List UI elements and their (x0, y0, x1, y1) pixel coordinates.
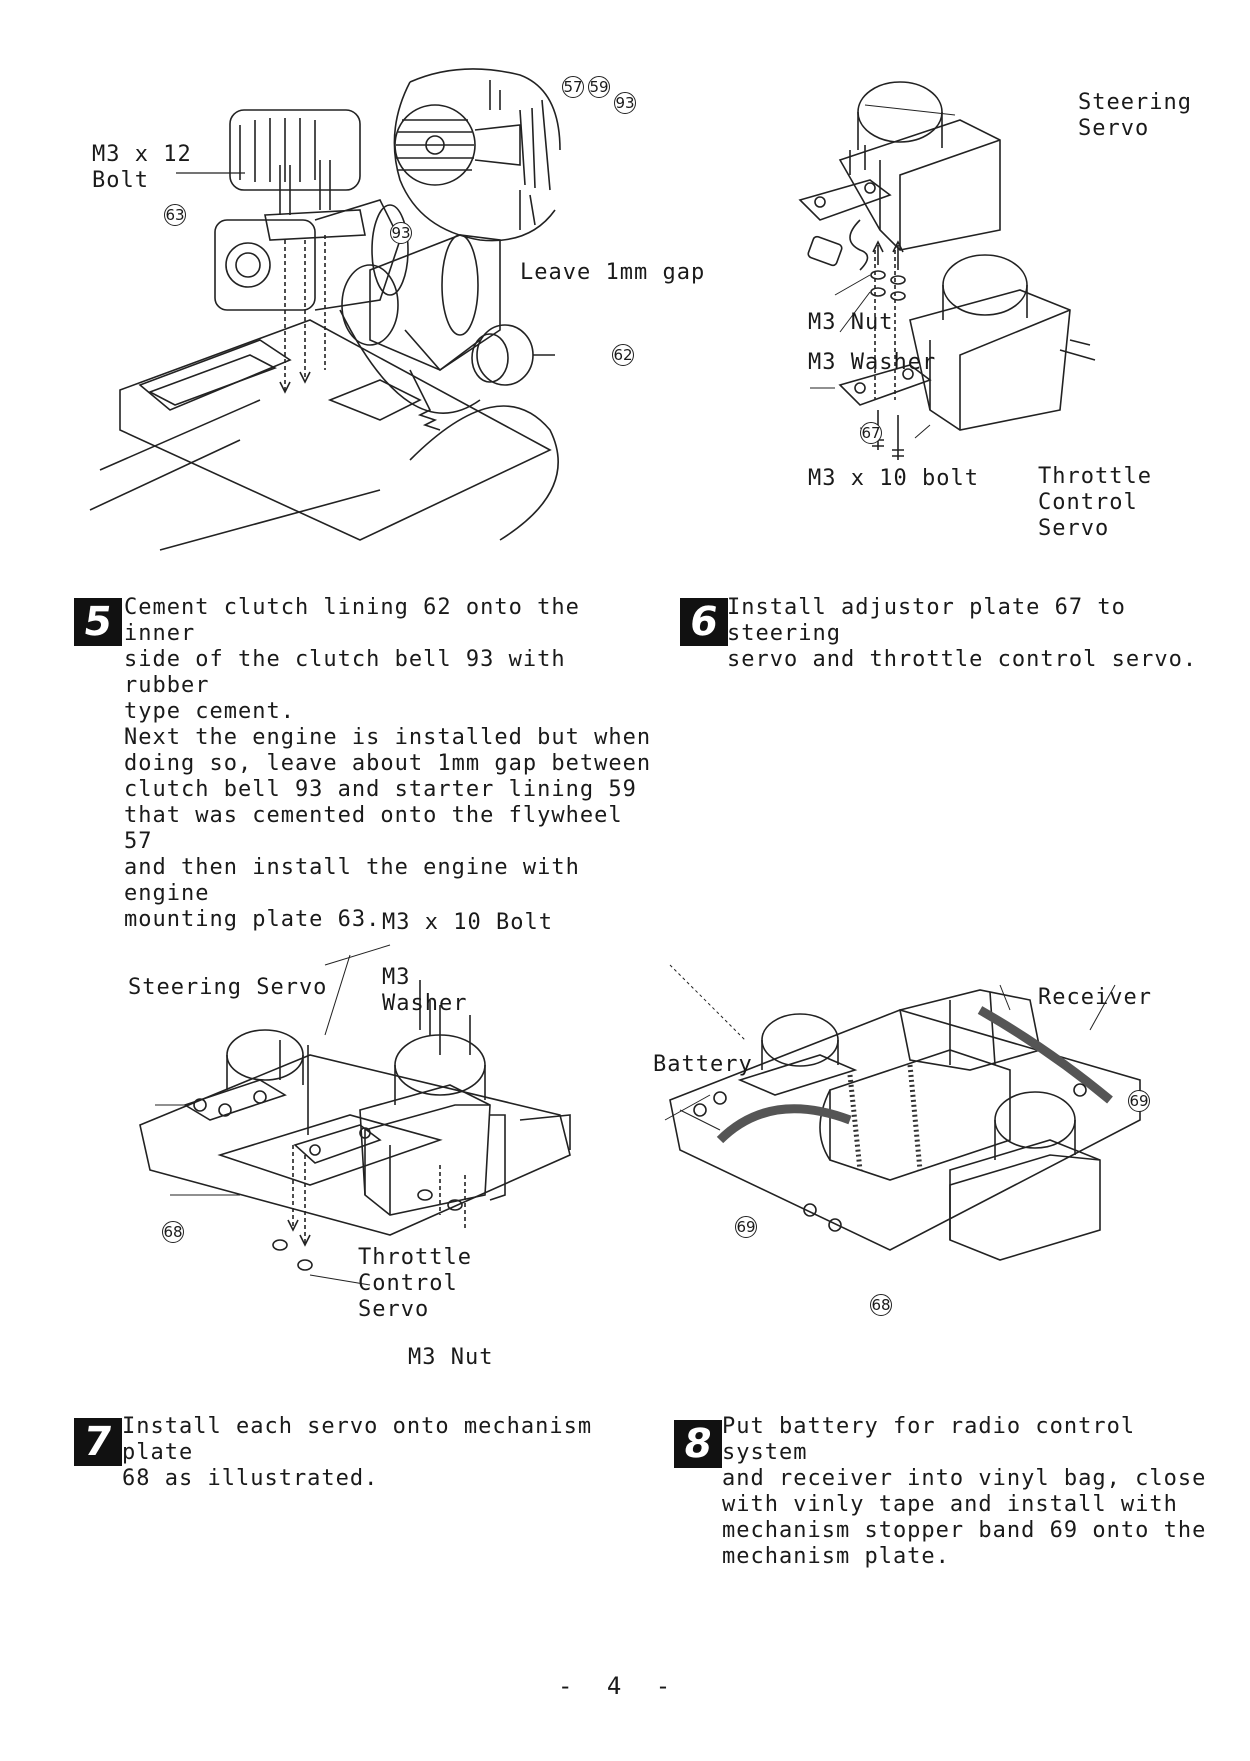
m3-nut-label: M3 Nut (808, 310, 894, 335)
callout-93-top: 93 (614, 92, 636, 114)
callout-68: 68 (162, 1221, 184, 1243)
steering-servo-label: Steering Servo (1078, 90, 1192, 141)
m3-washer-label: M3 Washer (382, 965, 468, 1016)
battery-label: Battery (653, 1052, 753, 1077)
step-8-instructions: Put battery for radio control system and… (722, 1414, 1207, 1569)
m3-washer-label: M3 Washer (808, 350, 937, 375)
step-7-badge: 7 (74, 1418, 122, 1466)
figure-5-engine-installation: M3 x 12 Bolt Leave 1mm gap 57 59 93 63 9… (80, 70, 704, 560)
step-5-instructions: Cement clutch lining 62 onto the inner s… (124, 595, 652, 932)
bolt-leader-line (80, 70, 680, 560)
callout-57: 57 (562, 76, 584, 98)
servo-adjustor-drawing (780, 70, 1200, 540)
callout-93: 93 (390, 222, 412, 244)
step-7-instructions: Install each servo onto mechanism plate … (122, 1414, 593, 1491)
step-6-instructions: Install adjustor plate 67 to steering se… (727, 595, 1198, 672)
callout-69-right: 69 (1128, 1090, 1150, 1112)
callout-62: 62 (612, 344, 634, 366)
step-6-badge: 6 (680, 598, 728, 646)
callout-59: 59 (588, 76, 610, 98)
bolt-label: M3 x 12 Bolt (92, 142, 192, 193)
figure-7-servo-mounting: M3 x 10 Bolt Steering Servo M3 Washer Th… (110, 905, 630, 1375)
throttle-servo-label: Throttle Control Servo (1038, 464, 1152, 541)
receiver-label: Receiver (1038, 985, 1152, 1010)
battery-receiver-drawing (650, 970, 1170, 1320)
m3-bolt-label: M3 x 10 bolt (808, 466, 979, 491)
callout-68: 68 (870, 1294, 892, 1316)
page-number: - 4 - (558, 1672, 681, 1700)
step-5-badge: 5 (74, 598, 122, 646)
steering-servo-label: Steering Servo (128, 975, 328, 1000)
callout-67: 67 (860, 422, 882, 444)
throttle-servo-label: Throttle Control Servo (358, 1245, 472, 1322)
figure-6-servo-adjustor: Steering Servo M3 Nut M3 Washer M3 x 10 … (780, 70, 1200, 541)
figure-8-battery-receiver (650, 970, 1170, 1320)
callout-63: 63 (164, 204, 186, 226)
leave-gap-label: Leave 1mm gap (520, 260, 706, 285)
servo-mounting-drawing (110, 905, 630, 1375)
step-8-badge: 8 (674, 1420, 722, 1468)
m3-nut-label: M3 Nut (408, 1345, 494, 1370)
m3-bolt-label: M3 x 10 Bolt (382, 910, 553, 935)
callout-69-left: 69 (735, 1216, 757, 1238)
